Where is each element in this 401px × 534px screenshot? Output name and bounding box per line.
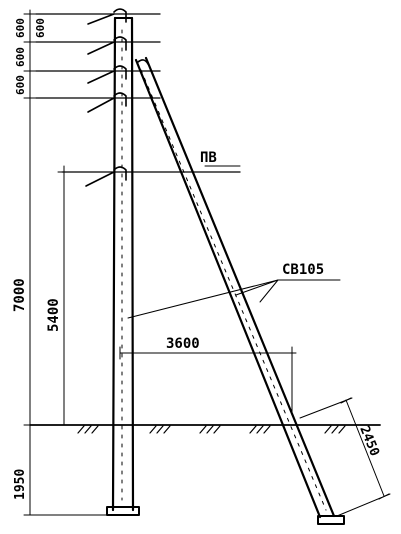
- dimension-spacing-1: 600: [14, 18, 27, 38]
- strut-pole: [134, 56, 345, 525]
- dimension-strut-offset: 3600: [166, 336, 200, 352]
- dimension-total-above-ground: 7000: [12, 278, 28, 312]
- dimension-strut-depth: 2450: [356, 424, 382, 459]
- dimension-spacing-2: 600: [14, 47, 27, 67]
- dimension-lower-arm-height: 5400: [46, 298, 62, 332]
- dimension-lines: [23, 9, 391, 517]
- dimension-spacing-3: 600: [14, 75, 27, 95]
- insulator-arms: [35, 8, 241, 187]
- post-mark-label: СВ105: [282, 262, 324, 278]
- labels: ПВ СВ105 3600 7000 1950 5400 600 600 600…: [12, 18, 382, 500]
- cable-mark-label: ПВ: [200, 150, 217, 166]
- ground-line: [29, 424, 381, 434]
- dimension-spacing-4: 600: [34, 18, 47, 38]
- main-pole: [106, 16, 140, 516]
- dimension-below-ground: 1950: [13, 469, 28, 500]
